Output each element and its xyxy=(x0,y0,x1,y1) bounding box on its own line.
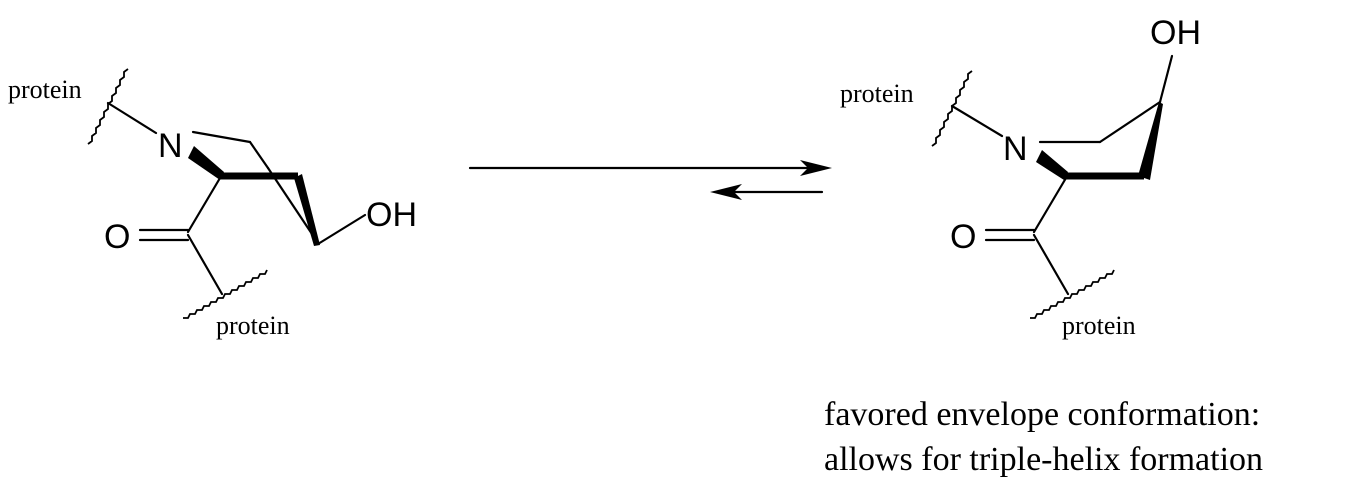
right-oxygen: O xyxy=(950,218,976,256)
left-bond-ring-back xyxy=(266,166,318,242)
right-nitrogen: N xyxy=(1003,130,1028,168)
right-bond-n-protein xyxy=(950,104,1004,138)
caption-line-1: favored envelope conformation: xyxy=(824,396,1260,433)
left-wedge-n-ca xyxy=(188,146,224,180)
left-bond-ch2-down xyxy=(248,140,270,170)
left-bond-c-oh xyxy=(316,213,367,246)
left-bond-ca-carbonyl xyxy=(186,176,222,234)
right-wavy-bond-bottom xyxy=(1030,269,1115,319)
forward-arrow-head xyxy=(800,160,832,176)
left-bond-carbonyl-protein xyxy=(186,233,224,296)
left-wedge-cb-cg xyxy=(294,174,320,246)
right-protein-bottom-label: protein xyxy=(1062,311,1136,340)
caption: favored envelope conformation: allows fo… xyxy=(824,396,1263,478)
right-bond-carbonyl-protein xyxy=(1032,233,1070,296)
left-protein-top-label: protein xyxy=(8,75,82,104)
right-hydroxyl: OH xyxy=(1150,14,1201,52)
equilibrium-arrows xyxy=(468,160,832,200)
right-bond-ch2-c xyxy=(1098,100,1162,144)
right-protein-top-label: protein xyxy=(840,79,914,108)
right-bond-ca-carbonyl xyxy=(1032,176,1068,234)
left-nitrogen: N xyxy=(158,127,183,165)
reverse-arrow-head xyxy=(710,184,742,200)
right-bond-c-oh xyxy=(1158,54,1174,104)
right-wedge-cb-cg xyxy=(1138,102,1163,180)
left-bond-n-protein xyxy=(106,101,158,135)
left-oxygen: O xyxy=(104,218,130,256)
left-protein-bottom-label: protein xyxy=(216,311,290,340)
left-wavy-bond-bottom xyxy=(183,269,268,319)
right-wedge-n-ca xyxy=(1036,150,1068,180)
right-molecule: OH protein N O protein xyxy=(840,14,1201,340)
left-bond-n-ch2 xyxy=(191,130,252,144)
left-molecule: protein N OH O protein xyxy=(8,68,417,340)
left-hydroxyl: OH xyxy=(366,196,417,234)
right-wavy-bond-top xyxy=(931,70,973,147)
caption-line-2: allows for triple-helix formation xyxy=(824,441,1263,478)
left-wavy-bond-top xyxy=(87,68,129,145)
